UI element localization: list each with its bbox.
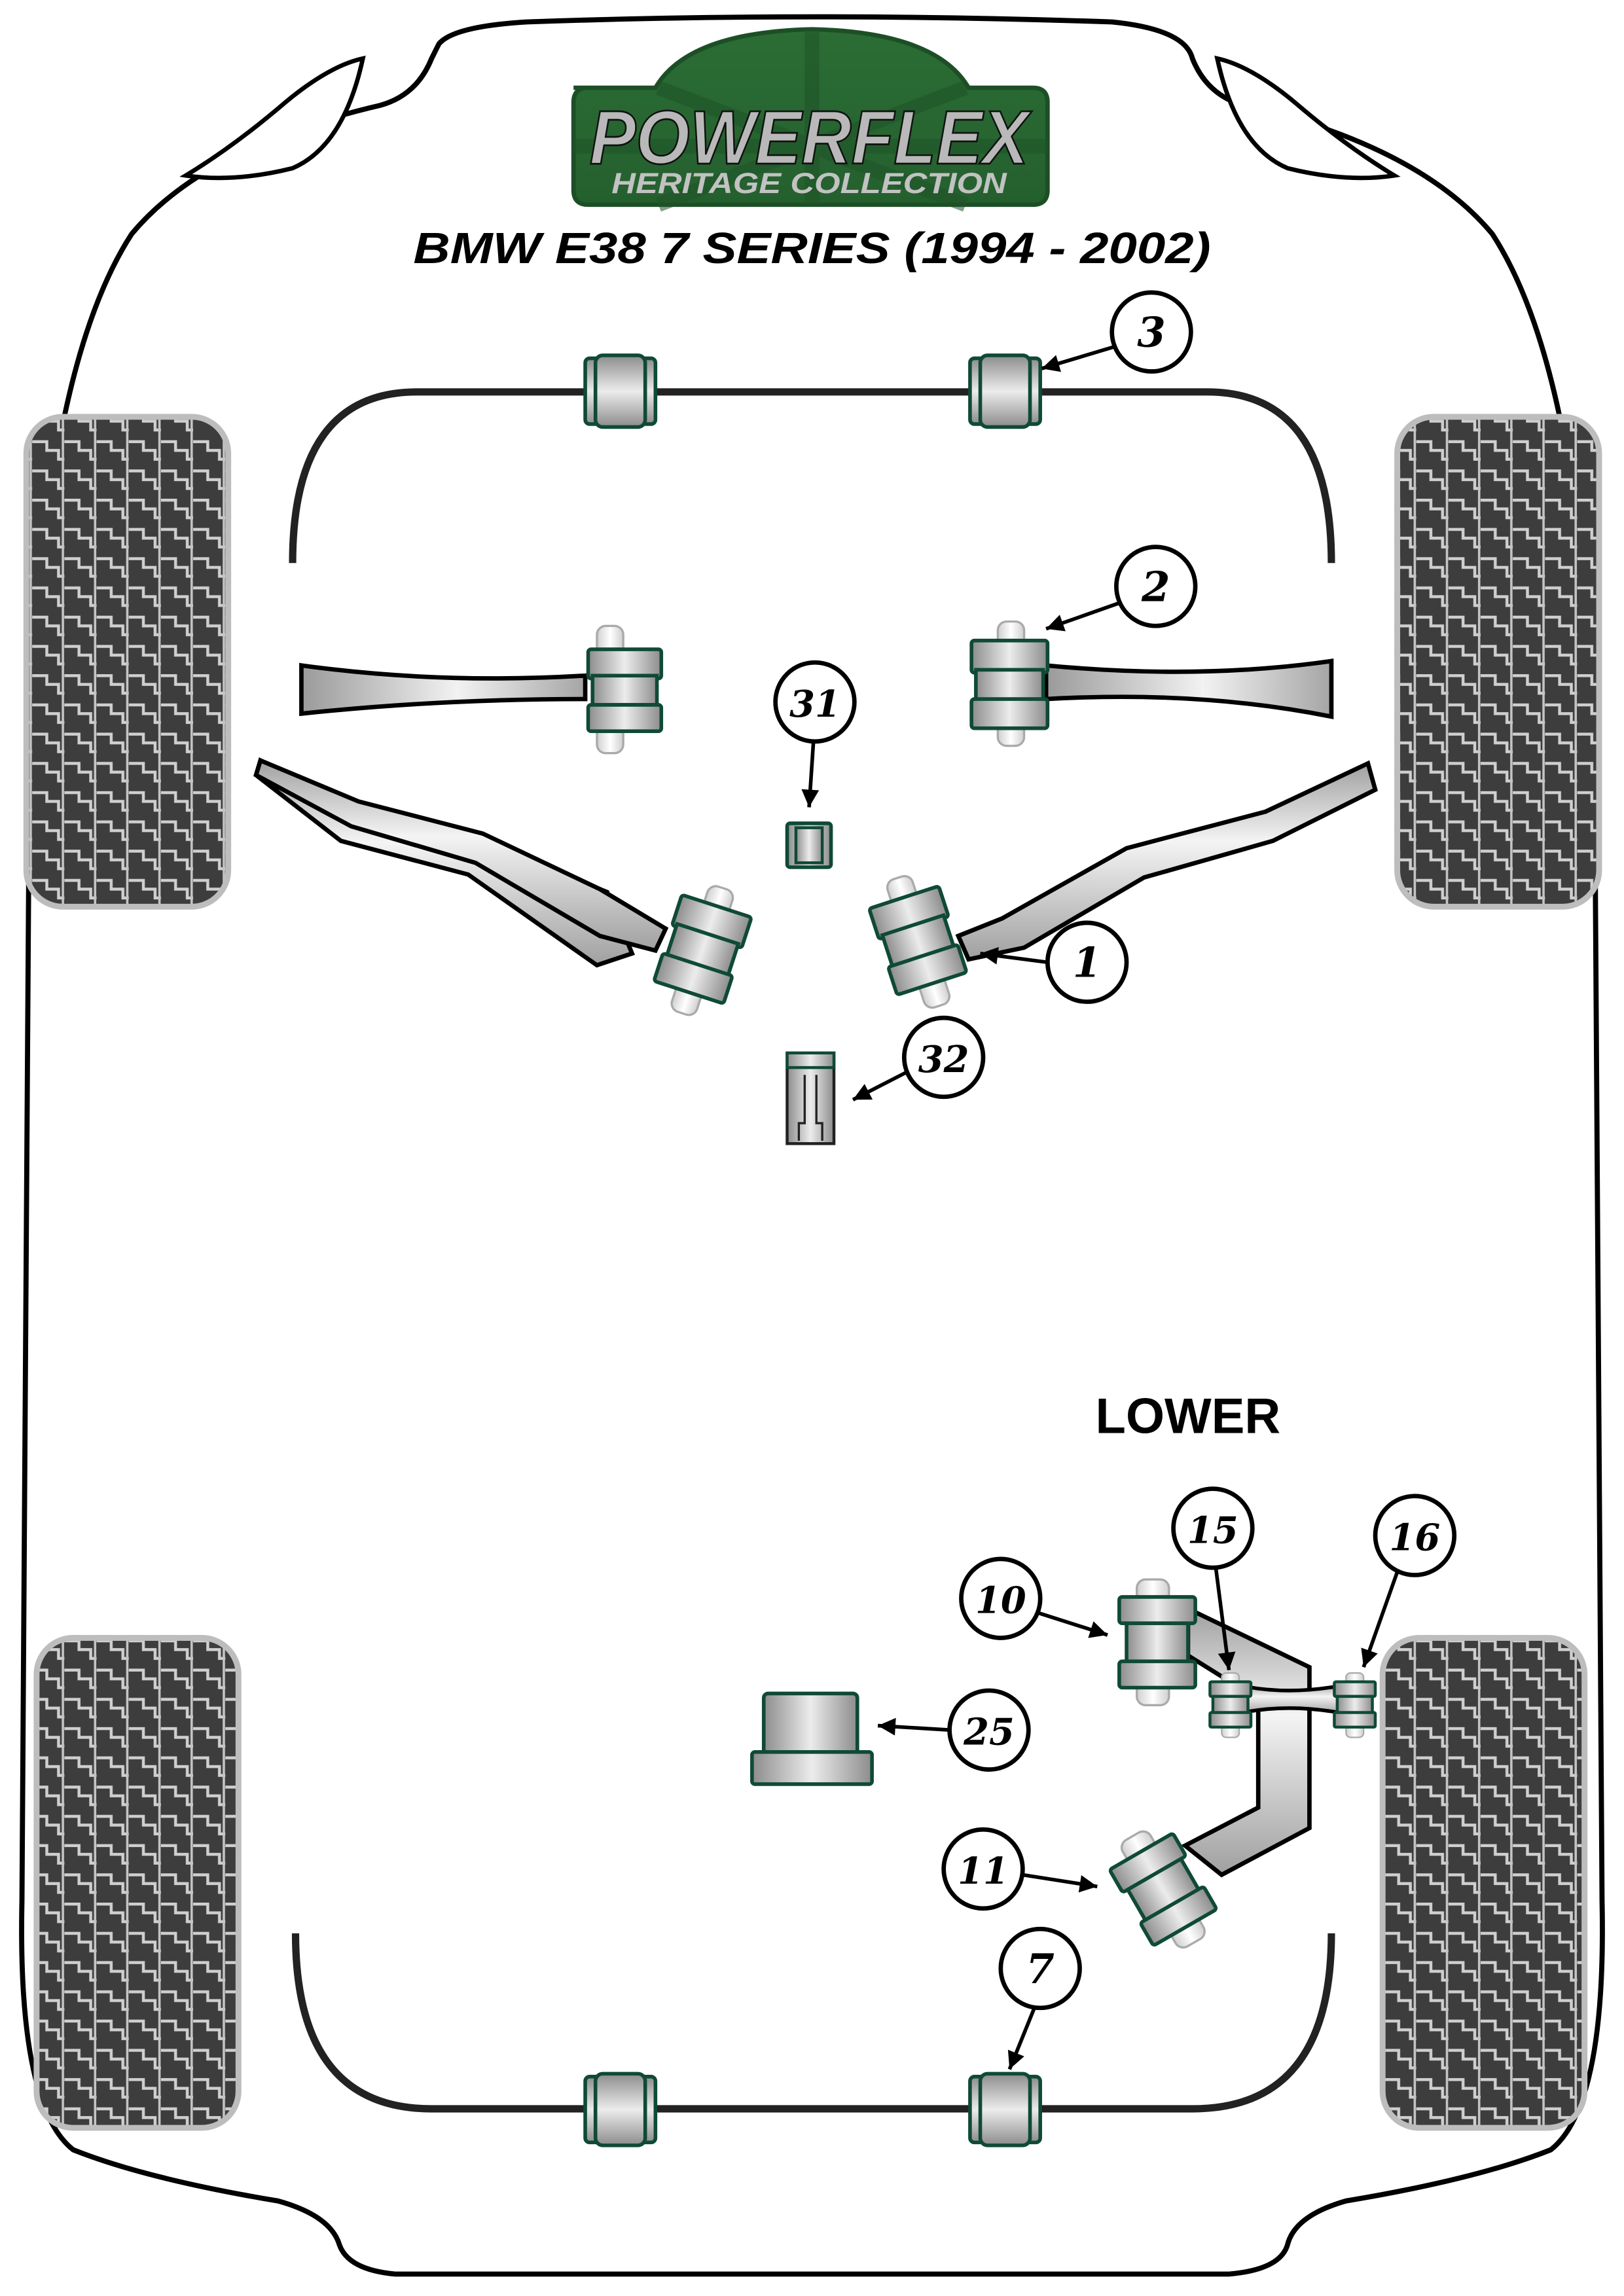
- callout-circle: [998, 1926, 1082, 2011]
- center-insert-bush-32: [785, 1051, 836, 1145]
- callout-number: 16: [1390, 1516, 1441, 1559]
- callout-number: 7: [1026, 1945, 1055, 1993]
- callout-arrowhead-icon: [1041, 355, 1061, 372]
- callout-arrowhead-icon: [980, 946, 999, 965]
- logo-brand-text: POWERFLEX: [590, 95, 1032, 180]
- front-lower-arm-bush-right: [868, 874, 968, 1009]
- front-upper-arm-right: [1043, 658, 1334, 719]
- rear-link: [1234, 1682, 1348, 1717]
- callout-arrowhead-icon: [1088, 1621, 1108, 1638]
- callout-number: 15: [1187, 1509, 1238, 1552]
- page-title: BMW E38 7 SERIES (1994 - 2002): [413, 224, 1210, 273]
- logo-subtitle-text: HERITAGE COLLECTION: [611, 168, 1007, 200]
- tyre-front-right: [1394, 414, 1602, 910]
- callout-number: 3: [1137, 308, 1166, 357]
- callout-number: 32: [918, 1039, 969, 1081]
- rear-arm-upper-bush-10: [1117, 1578, 1197, 1706]
- callout-number: 2: [1141, 562, 1170, 611]
- callout-1: 1: [980, 920, 1129, 1004]
- callout-number: 10: [975, 1580, 1026, 1623]
- callout-arrowhead-icon: [1046, 615, 1066, 632]
- callout-2: 2: [1045, 545, 1198, 632]
- callout-arrowhead-icon: [1361, 1647, 1378, 1668]
- callout-circle: [901, 1015, 986, 1100]
- rear-arm-lower-bush-11: [1108, 1830, 1218, 1949]
- car-body-outline: [19, 14, 1605, 2277]
- callout-32: 32: [852, 1015, 986, 1102]
- tyre-front-left: [23, 414, 232, 910]
- callout-7: 7: [998, 1926, 1082, 2070]
- callout-3: 3: [1041, 290, 1193, 374]
- rear-flanged-bush-25: [750, 1691, 874, 1786]
- center-small-bush-31: [785, 821, 833, 869]
- callout-15: 15: [1171, 1486, 1255, 1671]
- rear-link-outer-bush-16: [1333, 1672, 1377, 1738]
- callout-number: 1: [1073, 939, 1102, 987]
- front-upper-arm-bush-right: [969, 620, 1050, 747]
- callout-arrowhead-icon: [853, 1084, 873, 1100]
- callout-11: 11: [941, 1827, 1098, 1911]
- callout-arrowhead-icon: [878, 1717, 896, 1736]
- left-headlight-outline: [179, 55, 366, 181]
- front-lower-arm-bush-left: [653, 885, 753, 1016]
- front-lower-arm-right: [955, 760, 1378, 962]
- rear-arb-bush-left: [583, 2072, 658, 2147]
- callout-circle: [1114, 545, 1198, 628]
- callout-arrowhead-icon: [1218, 1651, 1236, 1670]
- callout-10: 10: [959, 1556, 1108, 1640]
- callout-circle: [1110, 290, 1193, 374]
- logo-union-jack-pattern: [573, 32, 1048, 212]
- rear-link-inner-bush-15: [1208, 1672, 1253, 1738]
- front-upper-arm-bush-left: [586, 624, 664, 755]
- rear-anti-roll-bar: [291, 1933, 1335, 2113]
- front-upper-arm-left: [299, 662, 588, 717]
- rear-control-arm: [1181, 1605, 1312, 1878]
- front-arb-bush-left: [583, 353, 658, 429]
- front-anti-roll-bar: [289, 388, 1335, 564]
- tyre-rear-right: [1379, 1635, 1588, 2131]
- callout-circle: [1171, 1486, 1255, 1570]
- callout-arrowhead-icon: [1078, 1874, 1098, 1893]
- callout-number: 25: [963, 1712, 1015, 1754]
- callout-25: 25: [877, 1688, 1031, 1772]
- callout-circle: [959, 1556, 1043, 1640]
- tyre-rear-left: [33, 1635, 242, 2131]
- section-label-lower: LOWER: [1096, 1389, 1281, 1444]
- callout-circle: [1373, 1494, 1457, 1577]
- callout-arrowhead-icon: [1007, 2049, 1024, 2070]
- front-arb-bush-right: [968, 353, 1042, 429]
- callout-16: 16: [1361, 1494, 1457, 1668]
- callout-number: 31: [789, 683, 840, 726]
- callout-circle: [1045, 920, 1129, 1004]
- callout-31: 31: [773, 660, 857, 808]
- callout-circle: [773, 660, 857, 744]
- callout-circle: [947, 1688, 1031, 1772]
- right-headlight-outline: [1214, 55, 1401, 181]
- powerflex-logo: POWERFLEX HERITAGE COLLECTION: [571, 27, 1050, 212]
- callout-circle: [941, 1827, 1025, 1911]
- callout-number: 11: [958, 1850, 1009, 1893]
- front-lower-arm-left-body: [253, 757, 669, 954]
- callout-arrowhead-icon: [801, 789, 820, 808]
- rear-arb-bush-right: [968, 2072, 1042, 2147]
